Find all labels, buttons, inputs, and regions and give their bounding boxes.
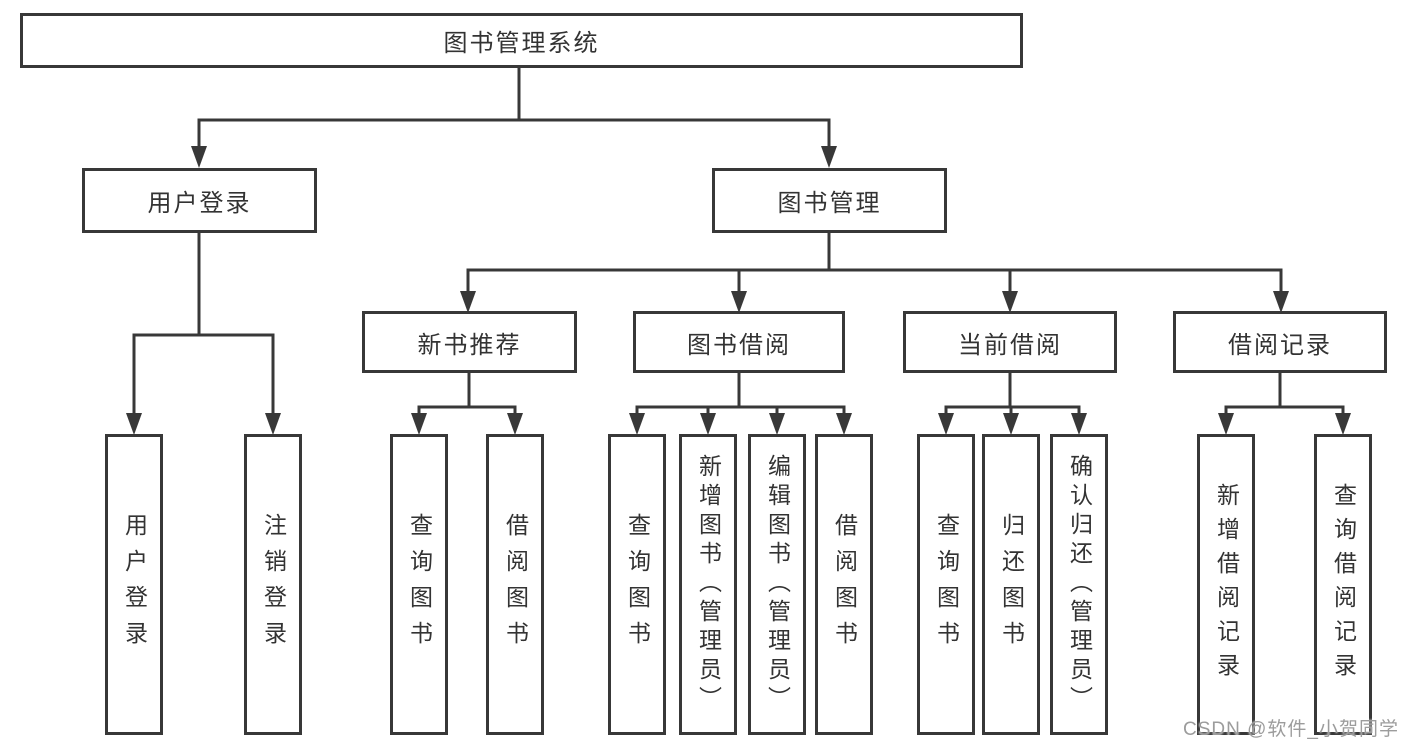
leaf-label: 编辑图书（管理员） bbox=[764, 454, 791, 715]
leaf-add-borrow-record: 新增借阅记录 bbox=[1197, 434, 1255, 735]
leaf-label: 借阅图书 bbox=[502, 512, 529, 657]
leaf-label: 确认归还（管理员） bbox=[1066, 454, 1093, 715]
leaf-label: 归还图书 bbox=[998, 512, 1025, 657]
leaf-label: 用户登录 bbox=[121, 512, 148, 657]
leaf-query-books-current: 查询图书 bbox=[917, 434, 975, 735]
leaf-borrow-books-recommend: 借阅图书 bbox=[486, 434, 544, 735]
node-root: 图书管理系统 bbox=[20, 13, 1023, 68]
leaf-return-book: 归还图书 bbox=[982, 434, 1040, 735]
leaf-label: 查询借阅记录 bbox=[1330, 482, 1357, 687]
leaf-label: 借阅图书 bbox=[831, 512, 858, 657]
leaf-label: 新增图书（管理员） bbox=[695, 454, 722, 715]
node-current-borrow: 当前借阅 bbox=[903, 311, 1117, 373]
leaf-query-books-borrow: 查询图书 bbox=[608, 434, 666, 735]
leaf-borrow-book: 借阅图书 bbox=[815, 434, 873, 735]
node-new-book-recommend: 新书推荐 bbox=[362, 311, 577, 373]
leaf-confirm-return-admin: 确认归还（管理员） bbox=[1050, 434, 1108, 735]
arrowhead-icons bbox=[126, 146, 1351, 435]
node-book-management: 图书管理 bbox=[712, 168, 947, 233]
leaf-label: 新增借阅记录 bbox=[1213, 482, 1240, 687]
leaf-label: 注销登录 bbox=[260, 512, 287, 657]
leaf-add-book-admin: 新增图书（管理员） bbox=[679, 434, 737, 735]
leaf-label: 查询图书 bbox=[624, 512, 651, 657]
node-book-borrow: 图书借阅 bbox=[633, 311, 845, 373]
leaf-label: 查询图书 bbox=[406, 512, 433, 657]
leaf-label: 查询图书 bbox=[933, 512, 960, 657]
leaf-query-books-recommend: 查询图书 bbox=[390, 434, 448, 735]
node-user-login: 用户登录 bbox=[82, 168, 317, 233]
leaf-logout: 注销登录 bbox=[244, 434, 302, 735]
leaf-edit-book-admin: 编辑图书（管理员） bbox=[748, 434, 806, 735]
node-borrow-records: 借阅记录 bbox=[1173, 311, 1387, 373]
leaf-user-login: 用户登录 bbox=[105, 434, 163, 735]
leaf-query-borrow-record: 查询借阅记录 bbox=[1314, 434, 1372, 735]
watermark: CSDN @软件_小贺同学 bbox=[1183, 719, 1399, 740]
